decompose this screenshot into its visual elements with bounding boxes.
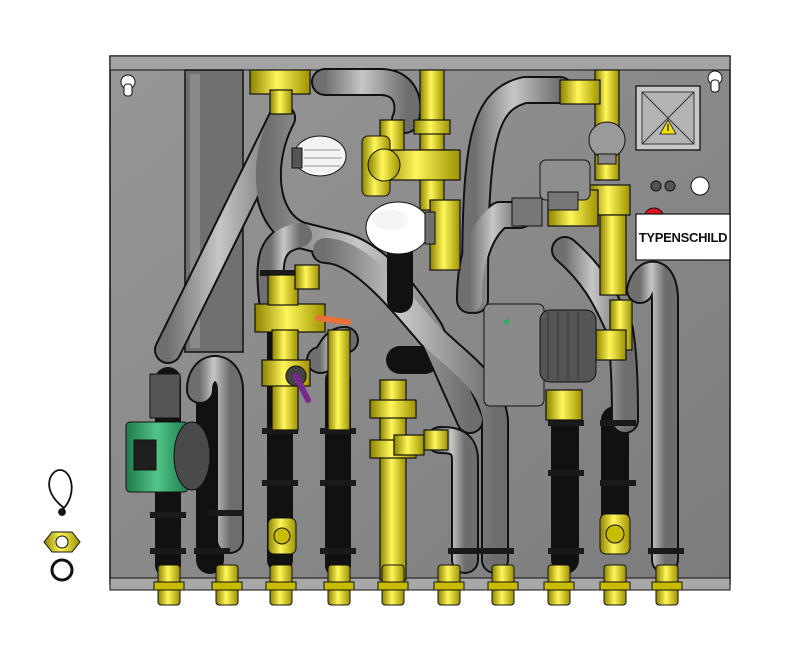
exchanger-highlight	[190, 74, 200, 348]
mixing-valve-body	[361, 135, 401, 197]
nut-icon	[43, 531, 81, 553]
nameplate: TYPENSCHILD	[635, 213, 731, 261]
valve-icon	[267, 517, 297, 555]
nameplate-label: TYPENSCHILD	[639, 230, 727, 245]
thermostat-head	[291, 135, 347, 177]
dirt-separator	[588, 121, 626, 165]
plate-top-flange	[109, 55, 731, 71]
valve-handle	[285, 365, 311, 403]
plate-bottom-flange	[109, 577, 731, 591]
actuator-motor	[511, 159, 591, 227]
keyhole-icon	[707, 70, 723, 93]
small-ports	[650, 176, 710, 196]
bottom-connectors	[153, 564, 683, 606]
wire-loop-icon	[48, 469, 73, 516]
pipe-clamps	[150, 270, 684, 554]
valve-icon	[599, 513, 631, 555]
electrical-junction-box	[635, 85, 701, 151]
actuator-white	[365, 201, 436, 255]
pump-icon	[125, 373, 211, 493]
keyhole-icon	[120, 74, 136, 97]
warning-triangle-icon	[659, 119, 677, 135]
circulation-pump-right	[483, 303, 597, 407]
brass-fittings	[249, 69, 633, 581]
washer-icon	[50, 558, 74, 582]
temperature-probe	[315, 315, 351, 325]
